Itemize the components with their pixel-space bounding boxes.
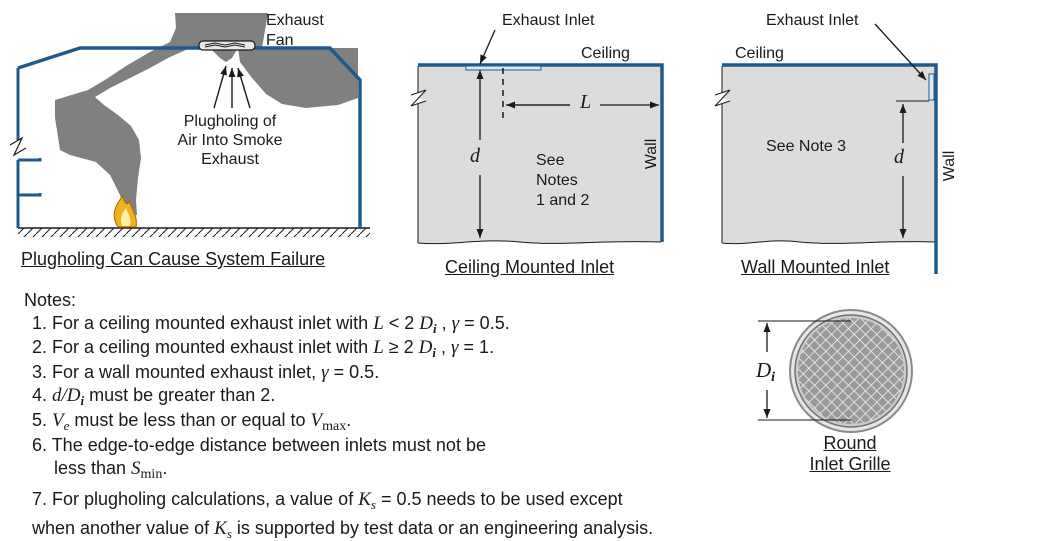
- plugholing-panel: [9, 13, 370, 237]
- plugholing-caption: Plugholing Can Cause System Failure: [21, 249, 326, 269]
- ceiling-wall-line: [418, 63, 664, 242]
- fan-label-line1: Exhaust: [266, 12, 324, 29]
- break-mark: [410, 89, 427, 107]
- dim-L-label: L: [580, 91, 592, 113]
- wall-note: See Note 3: [766, 138, 847, 155]
- airflow-arrows: [213, 65, 251, 109]
- room-fill: [418, 66, 661, 244]
- ceiling-note-line3: 1 and 2: [536, 192, 590, 209]
- grille-mesh: [798, 318, 904, 424]
- room-break-line: [721, 240, 936, 245]
- fan-label-line2: Fan: [266, 32, 294, 49]
- room-break-line: [417, 240, 662, 245]
- air-label-line1: Plugholing of: [183, 113, 277, 130]
- note-6-cont: less than Smin.: [54, 457, 168, 482]
- wall-ceiling-label: Ceiling: [735, 45, 784, 62]
- grille-dim-D: D: [756, 358, 772, 382]
- grille-dim-i: i: [771, 370, 776, 385]
- round-grille: [758, 309, 913, 433]
- wall-caption: Wall Mounted Inlet: [741, 257, 890, 277]
- note-5: 5. Ve must be less than or equal to Vmax…: [32, 409, 352, 434]
- note-7: 7. For plugholing calculations, a value …: [32, 489, 623, 512]
- break-mark: [9, 136, 27, 157]
- air-label-line3: Exhaust: [201, 151, 259, 168]
- ceiling-inlet-panel: [410, 29, 664, 245]
- ceiling-inlet-label: Exhaust Inlet: [502, 12, 595, 29]
- break-mark: [714, 89, 731, 107]
- note-6: 6. The edge-to-edge distance between inl…: [32, 435, 486, 455]
- ceiling-wall-line: [722, 63, 938, 274]
- left-wall-fragments: [16, 68, 42, 228]
- smoke-upper-right: [238, 48, 358, 108]
- ceiling-caption: Ceiling Mounted Inlet: [445, 257, 615, 277]
- wall-dim-d-label: d: [894, 146, 904, 168]
- grille-caption-line1: Round: [823, 433, 877, 453]
- inlet-leader: [874, 23, 927, 81]
- ceiling-note-line1: See: [536, 152, 565, 169]
- note-4: 4. d/Di must be greater than 2.: [32, 385, 276, 408]
- smoke-plume: [55, 13, 268, 215]
- room-fill: [722, 66, 935, 244]
- ceiling-note-line2: Notes: [536, 172, 578, 189]
- note-1: 1. For a ceiling mounted exhaust inlet w…: [32, 312, 510, 336]
- ceiling-label: Ceiling: [581, 45, 630, 62]
- inlet-leader: [479, 29, 496, 65]
- wall-inlet-label: Exhaust Inlet: [766, 12, 859, 29]
- wall-wall-label: Wall: [941, 150, 958, 182]
- notes-block: Notes: 1. For a ceiling mounted exhaust …: [24, 289, 764, 541]
- air-label-line2: Air Into Smoke: [177, 132, 283, 149]
- exhaust-inlet-wall: [928, 73, 935, 101]
- grille-caption-line2: Inlet Grille: [809, 454, 891, 474]
- floor-hatch: [18, 228, 370, 237]
- note-7-cont: when another value of Ks is supported by…: [32, 517, 654, 541]
- building-outline: [17, 46, 362, 228]
- exhaust-fan-icon: [198, 40, 256, 51]
- note-2: 2. For a ceiling mounted exhaust inlet w…: [32, 337, 495, 360]
- ceiling-wall-label: Wall: [643, 138, 660, 170]
- wall-inlet-panel: [714, 23, 938, 274]
- notes-heading: Notes:: [24, 290, 77, 310]
- note-3: 3. For a wall mounted exhaust inlet, γ =…: [32, 361, 380, 383]
- grille-dim-label: Di: [756, 359, 775, 385]
- dim-d-label: d: [470, 145, 480, 167]
